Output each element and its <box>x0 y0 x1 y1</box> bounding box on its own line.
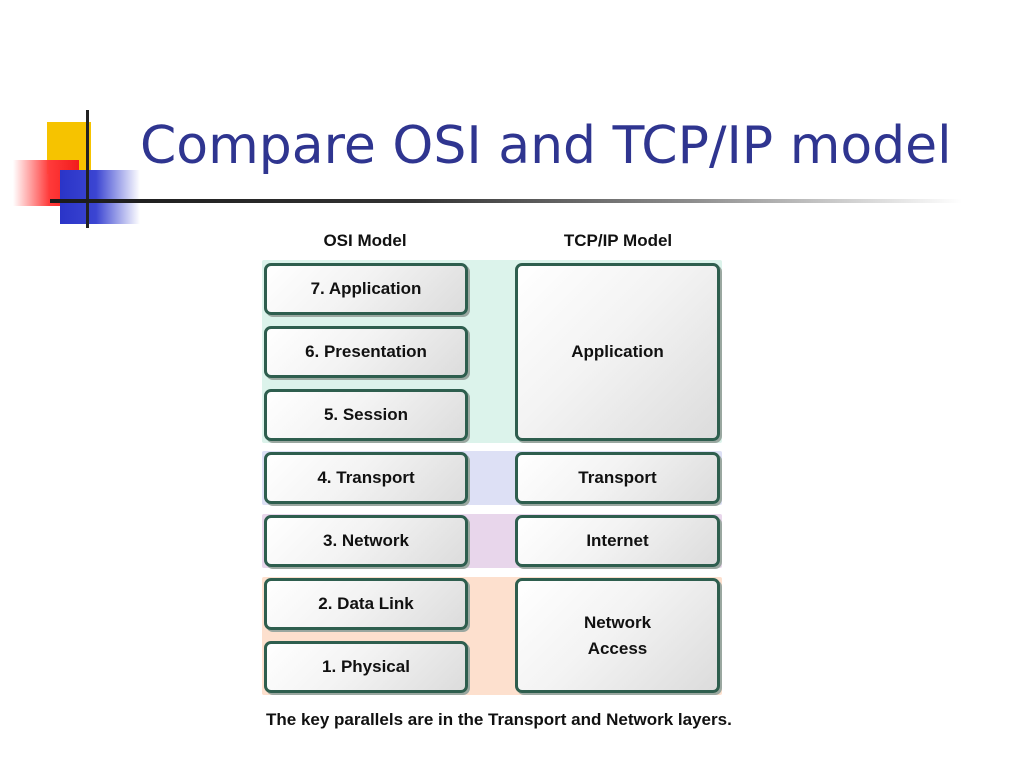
title-underline <box>50 199 962 203</box>
tcpip-model-header: TCP/IP Model <box>515 231 721 251</box>
osi-layer-session: 5. Session <box>264 389 468 441</box>
osi-layer-application: 7. Application <box>264 263 468 315</box>
slide-title: Compare OSI and TCP/IP model <box>140 116 952 176</box>
osi-layer-data-link: 2. Data Link <box>264 578 468 630</box>
osi-model-header: OSI Model <box>265 231 465 251</box>
diagram-caption: The key parallels are in the Transport a… <box>266 710 732 730</box>
osi-layer-physical: 1. Physical <box>264 641 468 693</box>
logo-blue-square <box>60 170 140 224</box>
osi-layer-presentation: 6. Presentation <box>264 326 468 378</box>
tcpip-layer-transport: Transport <box>515 452 720 504</box>
tcpip-layer-application: Application <box>515 263 720 441</box>
osi-layer-network: 3. Network <box>264 515 468 567</box>
osi-layer-transport: 4. Transport <box>264 452 468 504</box>
tcpip-layer-network-access: Network Access <box>515 578 720 693</box>
logo-vertical-line <box>86 110 89 228</box>
tcpip-layer-internet: Internet <box>515 515 720 567</box>
